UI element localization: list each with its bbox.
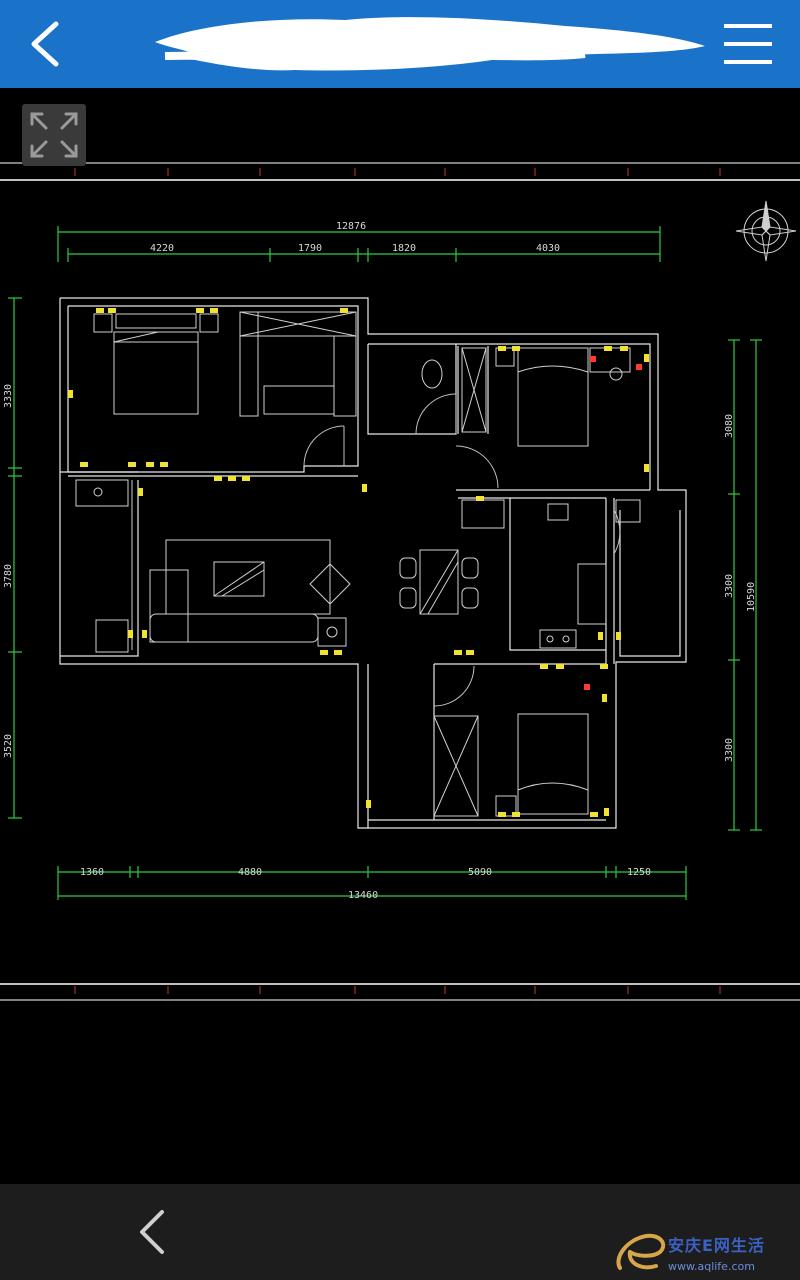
living-room-furniture [149, 539, 351, 647]
bottom-navigation-bar [0, 1184, 800, 1280]
back-button[interactable] [18, 16, 74, 72]
dim-overall-bottom: 13460 [348, 890, 378, 901]
door-swings [303, 393, 621, 707]
floor-plan-drawing: 12876 4220 1790 1820 4030 1360 4880 5090… [0, 162, 800, 1001]
fullscreen-button[interactable] [22, 104, 86, 166]
dim-left-2: 3780 [3, 564, 14, 588]
bottom-back-button[interactable] [132, 1206, 172, 1258]
dim-left-3: 3520 [3, 734, 14, 758]
app-header [0, 0, 800, 88]
watermark-brand: 安庆E网生活 [668, 1236, 765, 1255]
dim-top-1: 4220 [150, 243, 174, 254]
master-bedroom-furniture [93, 311, 357, 417]
watermark-logo [616, 1233, 666, 1270]
kitchen-left-furniture [75, 479, 133, 653]
electrical-outlet-symbols [68, 308, 649, 817]
dim-top-3: 1820 [392, 243, 416, 254]
top-ruler [0, 162, 800, 181]
dining-furniture [399, 499, 505, 615]
redacted-title [155, 17, 705, 71]
kitchen-right-furniture [539, 499, 641, 649]
cad-drawing-viewer[interactable]: 12876 4220 1790 1820 4030 1360 4880 5090… [0, 88, 800, 1184]
dim-overall-top: 12876 [336, 221, 366, 232]
expand-arrows-icon [30, 112, 78, 158]
dim-right-3: 3300 [724, 738, 735, 762]
dim-right-1: 3080 [724, 414, 735, 438]
bedroom-2-furniture [421, 347, 631, 447]
bottom-ruler [0, 983, 800, 1001]
dim-right-overall: 10590 [746, 582, 757, 612]
dim-bottom-1: 1360 [80, 867, 104, 878]
dim-left-1: 3330 [3, 384, 14, 408]
dim-bottom-2: 4880 [238, 867, 262, 878]
menu-button[interactable] [720, 18, 776, 70]
dim-bottom-4: 1250 [627, 867, 651, 878]
walls [59, 297, 687, 829]
dim-top-2: 1790 [298, 243, 322, 254]
watermark-url: www.aqlife.com [668, 1260, 755, 1273]
red-markers [584, 356, 642, 690]
compass-north-icon [735, 200, 797, 262]
bedroom-3-furniture [433, 713, 589, 817]
dim-right-2: 3300 [724, 574, 735, 598]
dimension-lines [8, 226, 762, 900]
dim-bottom-3: 5090 [468, 867, 492, 878]
dim-top-4: 4030 [536, 243, 560, 254]
